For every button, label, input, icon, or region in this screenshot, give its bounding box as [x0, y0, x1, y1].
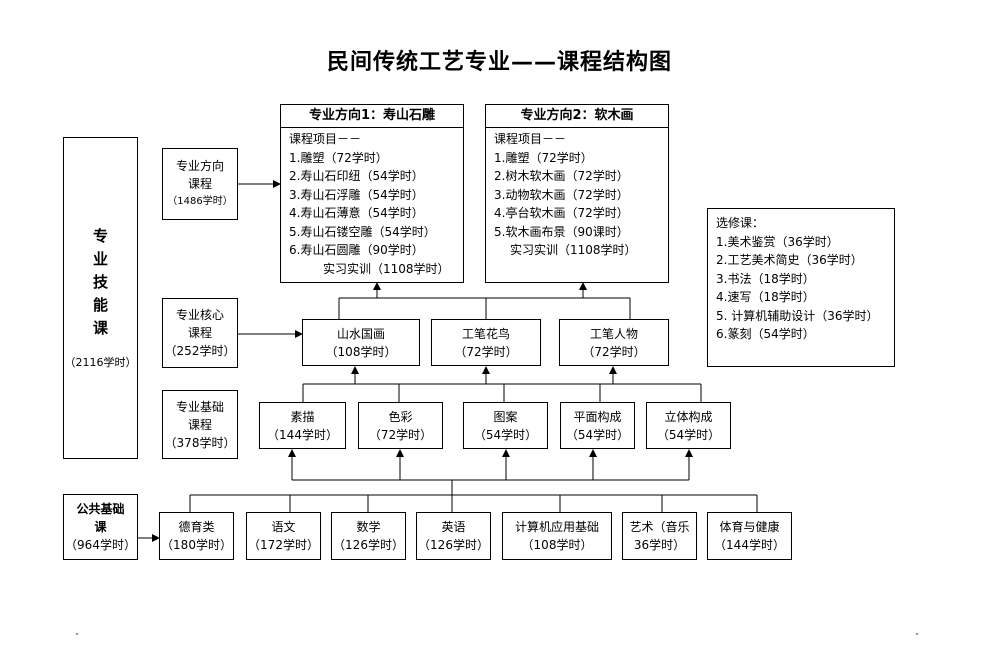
- public-name: 语文: [271, 520, 296, 534]
- electives-box: 选修课： 1.美术鉴赏（36学时） 2.工艺美术简史（36学时） 3.书法（18…: [707, 208, 895, 367]
- public-hours: （108学时）: [521, 538, 593, 552]
- public-name: 数学: [356, 520, 381, 534]
- public-course-line2: 课: [94, 520, 107, 534]
- basic-box: 立体构成 （54学时）: [646, 402, 731, 449]
- public-box: 体育与健康 （144学时）: [707, 512, 792, 560]
- public-box: 语文 （172学时）: [246, 512, 321, 560]
- public-name: 英语: [441, 520, 466, 534]
- core-name: 工笔花鸟: [461, 326, 510, 341]
- public-box: 英语 （126学时）: [416, 512, 491, 560]
- direction-1-item: 2.寿山石印纽（54学时）: [289, 169, 424, 183]
- direction-2-box: 专业方向2：软木画 课程项目－－ 1.雕塑（72学时） 2.树木软木画（72学时…: [485, 104, 669, 283]
- basic-box: 图案 （54学时）: [463, 402, 548, 449]
- basic-hours: （54学时）: [656, 427, 721, 442]
- public-course-box: 公共基础 课 （964学时）: [63, 494, 138, 560]
- core-course-box: 专业核心 课程 （252学时）: [162, 298, 238, 368]
- basic-name: 图案: [493, 409, 518, 424]
- direction-2-item: 5.软木画布景（90课时）: [494, 224, 629, 239]
- public-course-line1: 公共基础: [76, 502, 125, 516]
- core-hours: （72学时）: [582, 344, 646, 359]
- skills-course-label: 专 业 技 能 课: [92, 226, 108, 337]
- core-hours: （108学时）: [325, 344, 397, 359]
- core-hours: （72学时）: [454, 344, 518, 359]
- skills-course-hours: （2116学时）: [64, 355, 137, 369]
- basic-course-box: 专业基础 课程 （378学时）: [162, 390, 238, 459]
- elective-item: 5. 计算机辅助设计（36学时）: [716, 308, 879, 323]
- public-hours: 36学时）: [633, 538, 686, 552]
- core-box: 工笔花鸟 （72学时）: [431, 319, 541, 366]
- direction-course-hours: （1486学时）: [167, 196, 233, 207]
- elective-item: 2.工艺美术简史（36学时）: [716, 253, 863, 267]
- electives-list: 选修课： 1.美术鉴赏（36学时） 2.工艺美术简史（36学时） 3.书法（18…: [708, 209, 894, 344]
- direction-1-item: 课程项目－－: [289, 132, 362, 146]
- basic-box: 素描 （144学时）: [259, 402, 346, 449]
- direction-1-box: 专业方向1：寿山石雕 课程项目－－ 1.雕塑（72学时） 2.寿山石印纽（54学…: [280, 104, 464, 283]
- core-course-line2: 课程: [187, 326, 212, 340]
- basic-name: 平面构成: [573, 409, 622, 424]
- elective-item: 3.书法（18学时）: [716, 271, 815, 286]
- basic-hours: （72学时）: [368, 427, 433, 442]
- basic-course-hours: （378学时）: [164, 435, 236, 450]
- basic-course-line1: 专业基础: [175, 399, 224, 414]
- elective-item: 4.速写（18学时）: [716, 290, 815, 304]
- core-course-hours: （252学时）: [164, 344, 236, 358]
- basic-course-line2: 课程: [187, 417, 212, 432]
- core-box: 山水国画 （108学时）: [302, 319, 420, 366]
- direction-2-item: 课程项目－－: [494, 132, 567, 146]
- elective-item: 6.篆刻（54学时）: [716, 327, 815, 341]
- core-name: 工笔人物: [589, 326, 638, 341]
- public-name: 体育与健康: [719, 520, 780, 534]
- direction-course-line2: 课程: [187, 177, 212, 191]
- direction-2-item: 2.树木软木画（72学时）: [494, 169, 629, 183]
- public-hours: （180学时）: [161, 538, 232, 552]
- basic-box: 平面构成 （54学时）: [560, 402, 635, 449]
- public-name: 计算机应用基础: [514, 520, 599, 534]
- electives-header: 选修课：: [716, 216, 765, 230]
- direction-1-item: 3.寿山石浮雕（54学时）: [289, 187, 424, 202]
- direction-1-item: 1.雕塑（72学时）: [289, 150, 388, 165]
- basic-box: 色彩 （72学时）: [358, 402, 443, 449]
- basic-name: 立体构成: [664, 409, 713, 424]
- core-name: 山水国画: [336, 326, 385, 341]
- direction-1-list: 课程项目－－ 1.雕塑（72学时） 2.寿山石印纽（54学时） 3.寿山石浮雕（…: [281, 128, 463, 278]
- direction-1-item: 5.寿山石镂空雕（54学时）: [289, 224, 436, 239]
- direction-1-item: 6.寿山石圆雕（90学时）: [289, 243, 424, 257]
- direction-course-box: 专业方向 课程 （1486学时）: [162, 148, 238, 220]
- public-box: 艺术（音乐 36学时）: [622, 512, 697, 560]
- elective-item: 1.美术鉴赏（36学时）: [716, 234, 839, 249]
- direction-2-header: 专业方向2：软木画: [486, 105, 668, 128]
- direction-2-item: 1.雕塑（72学时）: [494, 150, 593, 165]
- basic-name: 色彩: [388, 409, 413, 424]
- direction-1-header: 专业方向1：寿山石雕: [281, 105, 463, 128]
- direction-course-line1: 专业方向: [175, 159, 224, 173]
- public-course-hours: （964学时）: [65, 538, 136, 552]
- direction-1-item: 实习实训（1108学时）: [323, 261, 450, 276]
- direction-2-list: 课程项目－－ 1.雕塑（72学时） 2.树木软木画（72学时） 3.动物软木画（…: [486, 128, 668, 260]
- public-box: 德育类 （180学时）: [159, 512, 234, 560]
- public-box: 数学 （126学时）: [331, 512, 406, 560]
- corner-mark-left: [76, 633, 78, 635]
- public-box: 计算机应用基础 （108学时）: [502, 512, 612, 560]
- core-box: 工笔人物 （72学时）: [559, 319, 669, 366]
- core-course-line1: 专业核心: [175, 308, 224, 322]
- basic-hours: （54学时）: [565, 427, 630, 442]
- public-name: 艺术（音乐: [629, 520, 690, 534]
- direction-2-item: 4.亭台软木画（72学时）: [494, 206, 629, 220]
- basic-hours: （54学时）: [473, 427, 538, 442]
- public-name: 德育类: [178, 520, 215, 534]
- public-hours: （126学时）: [333, 538, 404, 552]
- corner-mark-right: [916, 633, 918, 635]
- direction-1-item: 4.寿山石薄意（54学时）: [289, 206, 424, 220]
- diagram-title: 民间传统工艺专业——课程结构图: [326, 50, 672, 75]
- basic-name: 素描: [290, 409, 315, 424]
- direction-2-item: 实习实训（1108学时）: [510, 243, 637, 257]
- basic-hours: （144学时）: [267, 427, 338, 442]
- public-hours: （126学时）: [418, 538, 489, 552]
- skills-course-box: 专 业 技 能 课 （2116学时）: [63, 137, 138, 459]
- public-hours: （144学时）: [714, 538, 785, 552]
- public-hours: （172学时）: [248, 538, 319, 552]
- direction-2-item: 3.动物软木画（72学时）: [494, 187, 629, 202]
